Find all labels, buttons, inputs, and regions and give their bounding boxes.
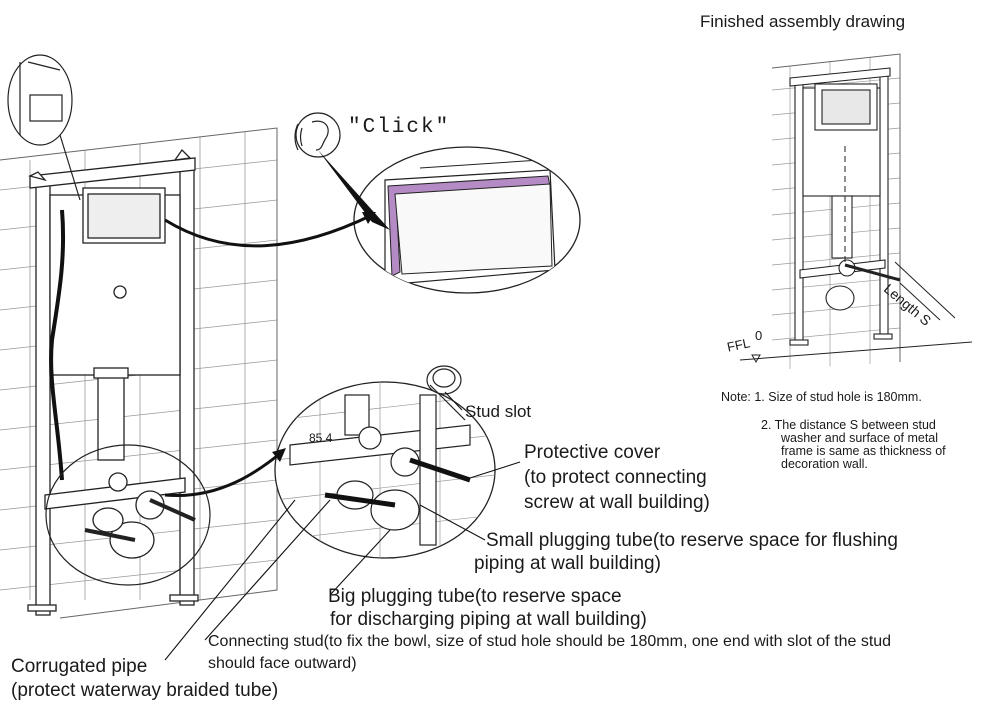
note-2-line-4: decoration wall. [781,457,868,471]
ffl-zero: 0 [755,328,763,343]
note-1: Note: 1. Size of stud hole is 180mm. [721,390,922,404]
note-2-line-1: 2. The distance S between stud [761,418,936,432]
dimension-85-4: 85.4 [309,431,333,445]
corrugated-pipe [49,209,66,481]
connecting-stud-label-2: should face outward) [208,655,357,672]
stud-slot-label: Stud slot [465,402,532,421]
dimension-lines [739,146,973,364]
note-2-line-3: frame is same as thickness of [781,444,946,458]
leader-lines [164,391,521,661]
click-inset [294,112,581,294]
small-plugging-tube-label-1: Small plugging tube(to reserve space for… [486,530,898,551]
corrugated-pipe-label-2: (protect waterway braided tube) [11,680,279,701]
big-plugging-tube-label-2: for discharging piping at wall building) [330,609,647,630]
corrugated-pipe-label-1: Corrugated pipe [11,656,148,677]
small-plugging-tube-label-2: piping at wall building) [474,553,661,574]
note-2-line-2: washer and surface of metal [781,431,939,445]
connecting-stud-label-1: Connecting stud(to fix the bowl, size of… [208,633,892,650]
inset-magnifier-top-left [7,54,81,201]
protective-cover-title: Protective cover [524,442,661,463]
magnified-bubble [274,381,496,559]
click-label: "Click" [348,116,451,139]
assembly-title: Finished assembly drawing [700,12,906,31]
protective-cover-desc-1: (to protect connecting [524,467,707,488]
big-plugging-tube-label-1: Big plugging tube(to reserve space [328,586,622,607]
stud-slot-part [426,365,466,421]
ear-sound-icon [294,112,341,158]
wc-frame-right [789,67,901,346]
wc-frame-left [27,148,199,616]
protective-cover-desc-2: screw at wall building) [524,492,710,513]
